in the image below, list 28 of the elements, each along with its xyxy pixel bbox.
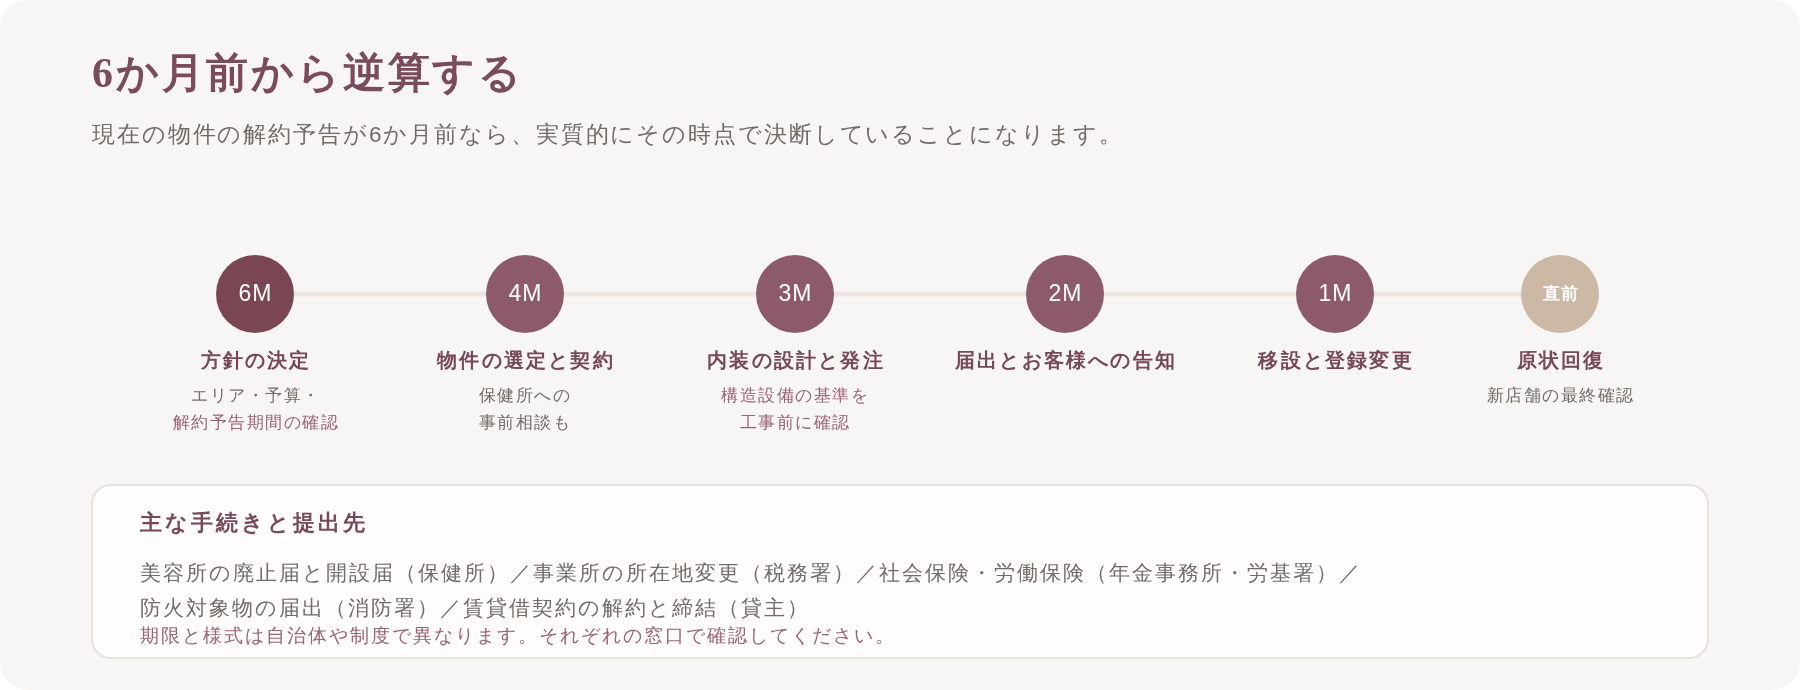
milestone-title: 物件の選定と契約: [435, 348, 615, 373]
milestone-title: 原状回復: [1515, 348, 1606, 373]
milestone-title: 方針の決定: [199, 348, 312, 373]
box-heading: 主な手続きと提出先: [140, 509, 368, 537]
timeline-line: [834, 291, 1026, 297]
title: 6か月前から逆算する: [92, 49, 524, 98]
milestone-circle: 1M: [1296, 255, 1374, 333]
timeline-line: [564, 291, 756, 297]
milestone-title: 内装の設計と発注: [706, 348, 885, 373]
milestone-circle: 2M: [1026, 255, 1104, 333]
milestone-circle: 直前: [1521, 255, 1599, 333]
procedure-list: 美容所の廃止届と開設届（保健所）／事業所の所在地変更（税務署）／社会保険・労働保険（年金事務所・労基署）／防火対象物の届出（消防署）／賃貸借契約の解約と締結（貸主）: [140, 554, 1374, 625]
subtitle: 現在の物件の解約予告が6か月前なら、実質的にその時点で決断していることになります。: [92, 121, 1124, 149]
milestone-circle: 3M: [756, 255, 834, 333]
milestone-circle: 4M: [486, 255, 564, 333]
milestone-title: 移設と登録変更: [1256, 348, 1414, 373]
milestone-note: 解約予告期間の確認: [171, 411, 339, 434]
milestone-note: エリア・予算・: [190, 385, 321, 407]
timeline-line: [294, 291, 486, 297]
note-text: 期限と様式は自治体や制度で異なります。それぞれの窓口で確認してください。: [140, 624, 896, 648]
timeline-line: [1104, 291, 1296, 297]
milestone-note: 保健所への事前相談も: [477, 385, 573, 434]
milestone-note: 新店舗の最終確認: [1485, 385, 1635, 407]
info-box: [91, 484, 1709, 659]
milestone-title: 届出とお客様への告知: [954, 348, 1178, 373]
timeline-line: [1374, 291, 1521, 297]
milestone-circle: 6M: [216, 255, 294, 333]
milestone-note: 構造設備の基準を工事前に確認: [720, 385, 870, 434]
